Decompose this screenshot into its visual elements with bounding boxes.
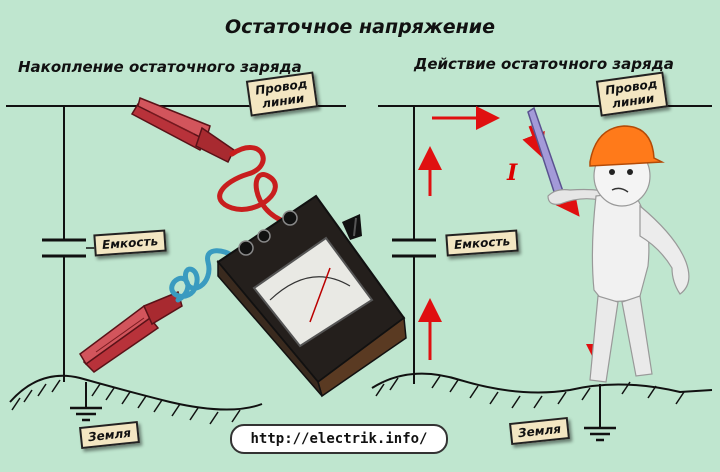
worker-figure [527,106,690,383]
page-title: Остаточное напряжение [224,16,496,38]
left-panel-heading: Накопление остаточного заряда [18,58,302,76]
current-symbol: I [507,160,518,186]
source-url: http://electrik.info/ [230,424,448,454]
left-ground-hatch [11,379,241,425]
megohmmeter [216,194,407,398]
right-ground-symbol [584,426,616,442]
red-test-lead [217,145,289,235]
blue-test-lead [169,248,235,303]
right-ground-surface [371,372,713,394]
right-panel-heading: Действие остаточного заряда [414,55,674,73]
lower-clamp [79,290,183,373]
left-ground-surface [9,374,263,411]
hard-hat [589,125,665,167]
left-ground-symbol [70,406,102,422]
upper-clamp [130,96,235,164]
right-ground-hatch [375,375,685,409]
